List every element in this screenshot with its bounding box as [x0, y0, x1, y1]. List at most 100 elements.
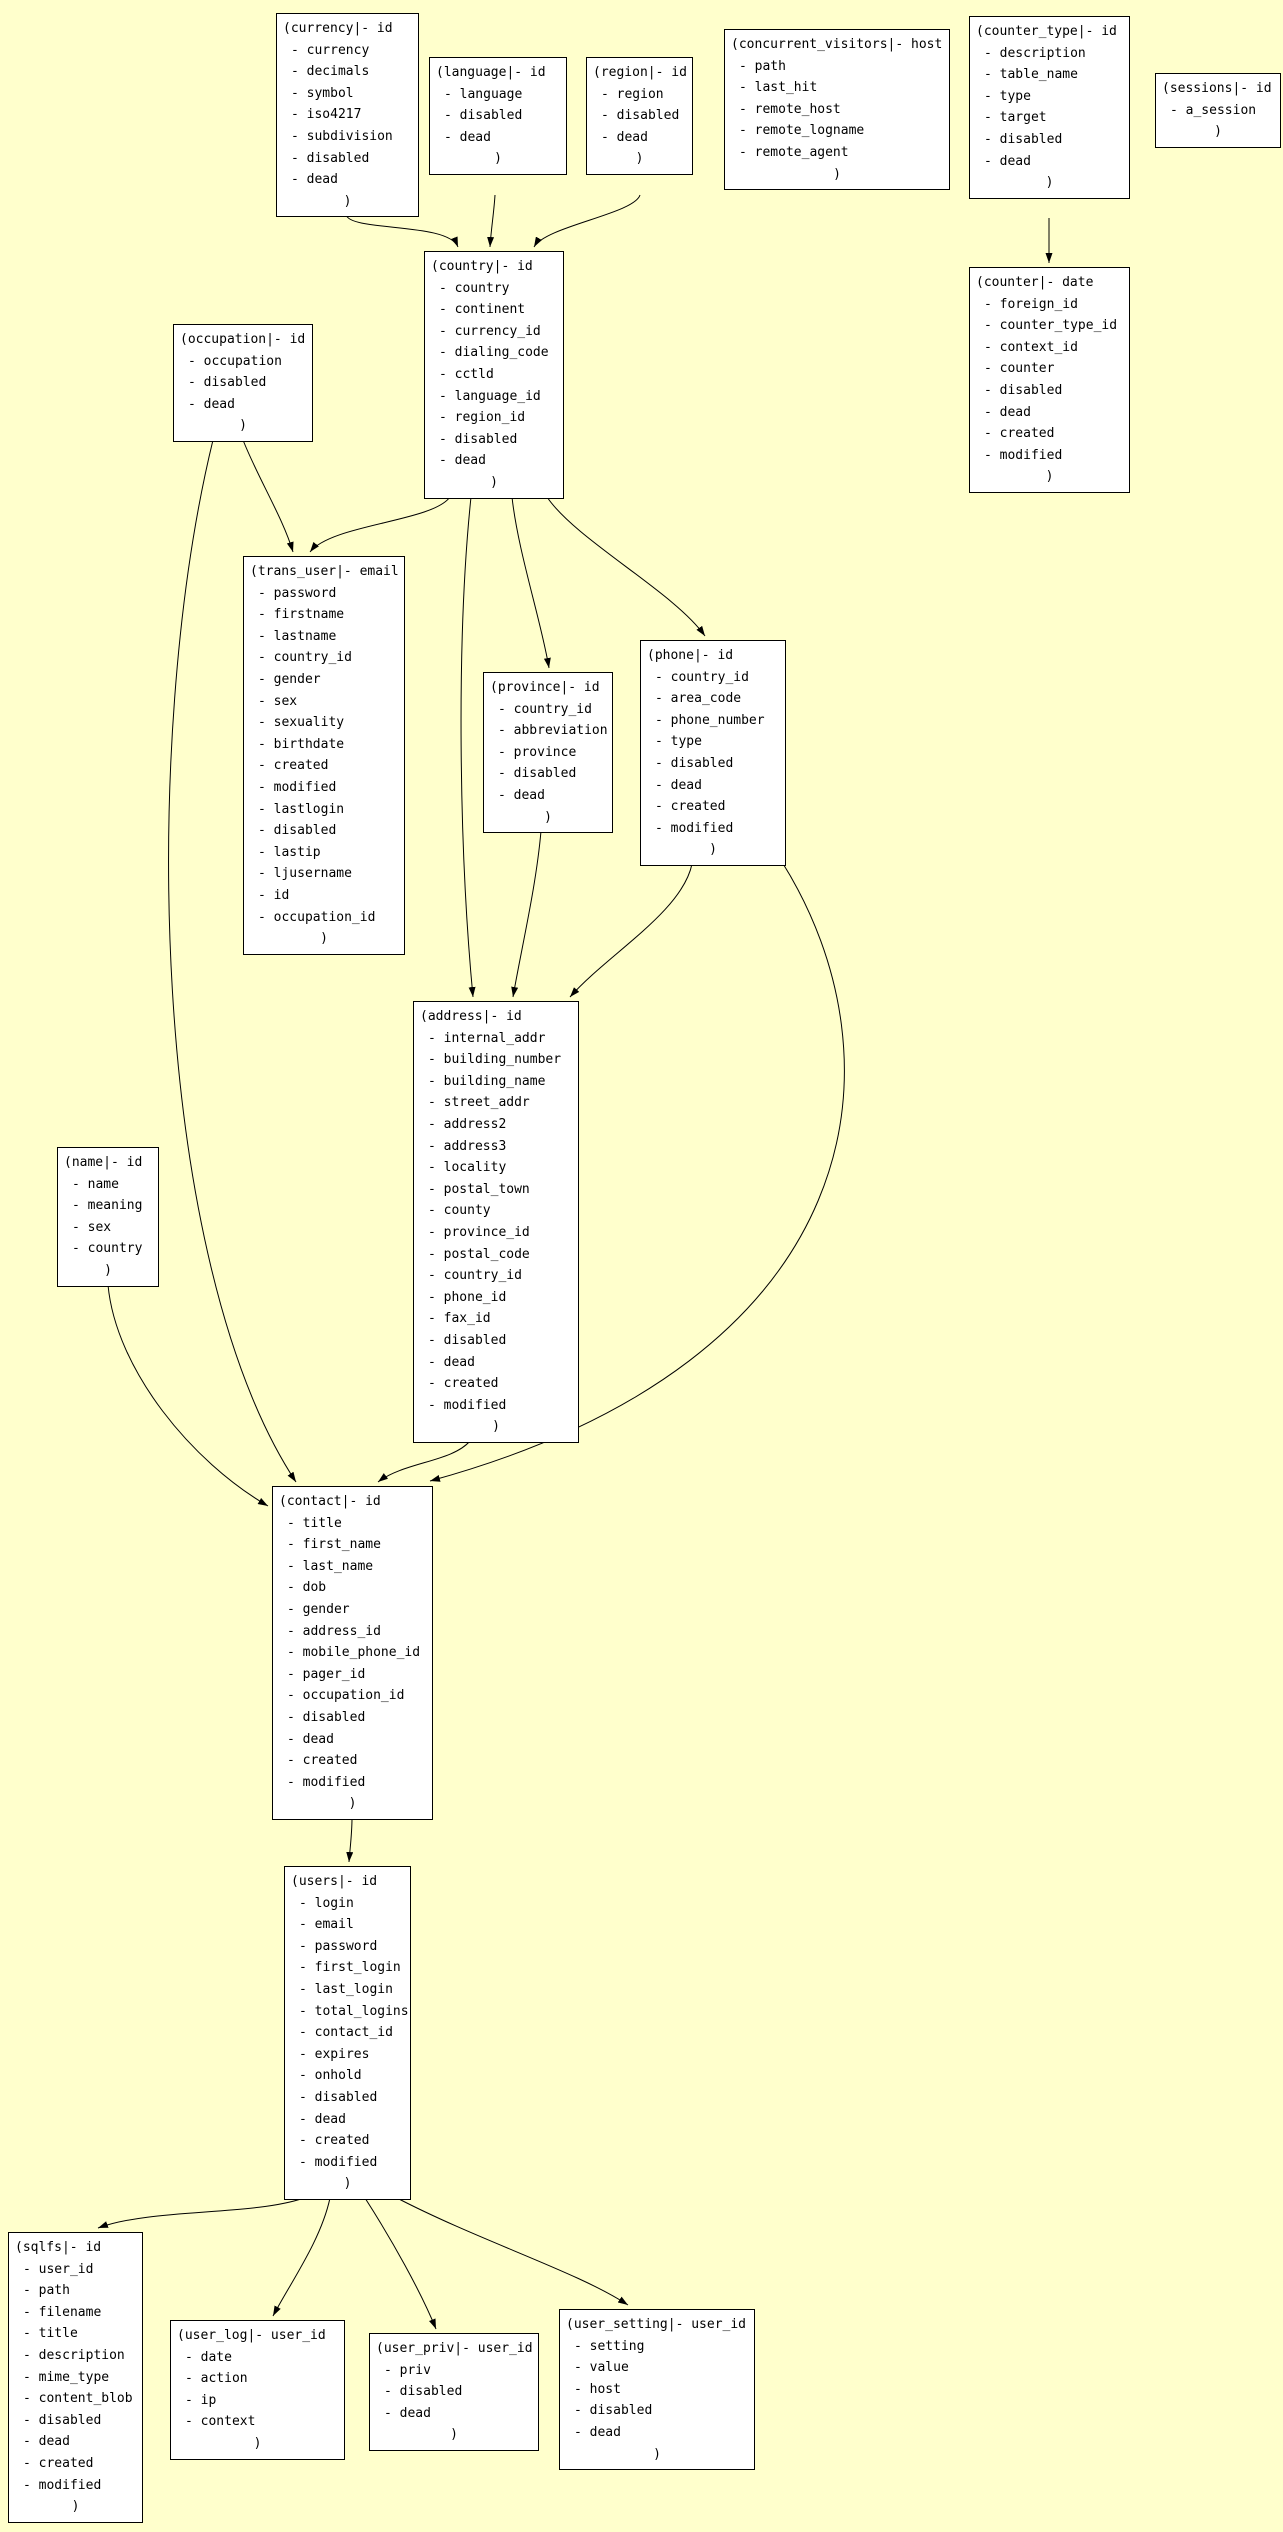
table-close-paren: ) — [833, 166, 841, 182]
edge-users-to-user_setting — [396, 2197, 629, 2306]
table-country: (country|- id- country- continent- curre… — [424, 251, 564, 499]
table-field: - occupation_id — [287, 1688, 405, 1704]
table-field: - region — [601, 86, 664, 102]
table-title: (sqlfs|- id — [15, 2240, 102, 2255]
table-field: - sexuality — [258, 715, 345, 731]
table-field: - foreign_id — [984, 296, 1078, 312]
table-field: - password — [258, 585, 337, 601]
table-field: - dead — [384, 2405, 431, 2421]
table-field: - province_id — [428, 1224, 530, 1240]
edge-phone-to-address — [569, 863, 693, 998]
table-currency: (currency|- id- currency- decimals- symb… — [276, 13, 419, 218]
table-field: - date — [185, 2349, 232, 2365]
table-field: - type — [984, 88, 1031, 104]
table-field: - meaning — [72, 1198, 143, 1214]
table-field: - dead — [299, 2111, 346, 2127]
table-occupation: (occupation|- id- occupation- disabled- … — [173, 324, 313, 442]
table-field: - lastlogin — [258, 801, 345, 817]
table-field: - dead — [439, 453, 486, 469]
table-field: - country_id — [655, 669, 749, 685]
table-field: - description — [984, 45, 1086, 61]
edge-occupation-to-trans_user — [242, 439, 294, 553]
edge-currency-to-country — [345, 214, 459, 248]
table-field: - modified — [428, 1397, 507, 1413]
table-field: - dead — [287, 1731, 334, 1747]
table-field: - value — [574, 2360, 629, 2376]
table-field: - language_id — [439, 388, 541, 404]
table-field: - dob — [287, 1580, 327, 1596]
table-close-paren: ) — [450, 2427, 458, 2443]
table-field: - counter_type_id — [984, 318, 1118, 334]
table-field: - login — [299, 1895, 354, 1911]
table-field: - created — [23, 2455, 94, 2471]
table-close-paren: ) — [239, 418, 247, 434]
table-close-paren: ) — [494, 151, 502, 167]
edge-users-to-user_log — [272, 2197, 331, 2317]
table-field: - disabled — [984, 382, 1063, 398]
table-field: - context — [185, 2414, 256, 2430]
table-field: - area_code — [655, 691, 742, 707]
table-title: (sessions|- id — [1162, 81, 1272, 96]
table-title: (user_log|- user_id — [177, 2328, 326, 2343]
table-field: - table_name — [984, 67, 1078, 83]
table-field: - firstname — [258, 607, 345, 623]
edge-contact-to-users — [346, 1817, 354, 1863]
table-title: (language|- id — [436, 65, 546, 80]
table-field: - dead — [601, 129, 648, 145]
table-field: - remote_host — [739, 101, 841, 117]
edge-users-to-sqlfs — [97, 2197, 305, 2229]
table-field: - created — [287, 1753, 358, 1769]
table-field: - expires — [299, 2046, 370, 2062]
table-field: - birthdate — [258, 736, 345, 752]
table-close-paren: ) — [1045, 469, 1054, 485]
table-field: - last_name — [287, 1558, 374, 1574]
table-field: - priv — [384, 2362, 431, 2378]
table-field: - lastname — [258, 628, 337, 644]
table-field: - disabled — [428, 1332, 507, 1348]
table-field: - country — [439, 280, 510, 296]
table-field: - modified — [984, 447, 1063, 463]
table-contact: (contact|- id- title- first_name- last_n… — [272, 1486, 433, 1820]
table-field: - dead — [574, 2424, 621, 2440]
table-title: (counter_type|- id — [976, 24, 1117, 39]
table-field: - sex — [72, 1219, 112, 1235]
edge-occupation-to-contact — [168, 439, 297, 1483]
table-title: (country|- id — [431, 259, 533, 274]
table-field: - filename — [23, 2304, 102, 2320]
table-field: - total_logins — [299, 2003, 409, 2019]
table-field: - action — [185, 2371, 248, 2387]
table-close-paren: ) — [1214, 124, 1222, 140]
table-field: - remote_agent — [739, 144, 849, 160]
table-field: - created — [655, 799, 726, 815]
table-field: - name — [72, 1176, 119, 1192]
table-field: - sex — [258, 693, 298, 709]
table-title: (currency|- id — [283, 21, 393, 36]
table-close-paren: ) — [348, 1796, 357, 1812]
table-field: - description — [23, 2347, 125, 2363]
table-title: (user_setting|- user_id — [566, 2317, 747, 2332]
table-field: - country — [72, 1241, 143, 1257]
table-close-paren: ) — [709, 842, 717, 858]
table-close-paren: ) — [320, 931, 328, 947]
table-field: - a_session — [1170, 102, 1257, 118]
table-field: - setting — [574, 2338, 645, 2354]
table-field: - id — [258, 887, 290, 903]
table-field: - first_name — [287, 1537, 381, 1553]
table-field: - phone_number — [655, 712, 765, 728]
table-close-paren: ) — [653, 2446, 661, 2462]
table-close-paren: ) — [490, 474, 498, 490]
table-field: - ljusername — [258, 866, 352, 882]
table-field: - cctld — [439, 366, 494, 382]
table-field: - title — [287, 1515, 342, 1531]
table-field: - dead — [428, 1354, 475, 1370]
table-field: - disabled — [601, 108, 680, 124]
table-phone: (phone|- id- country_id- area_code- phon… — [640, 640, 786, 866]
table-field: - country_id — [498, 701, 592, 717]
table-field: - contact_id — [299, 2025, 393, 2041]
table-field: - created — [428, 1376, 499, 1392]
table-field: - postal_town — [428, 1181, 530, 1197]
table-close-paren: ) — [492, 1419, 500, 1435]
table-field: - modified — [258, 779, 337, 795]
table-field: - pager_id — [287, 1666, 366, 1682]
